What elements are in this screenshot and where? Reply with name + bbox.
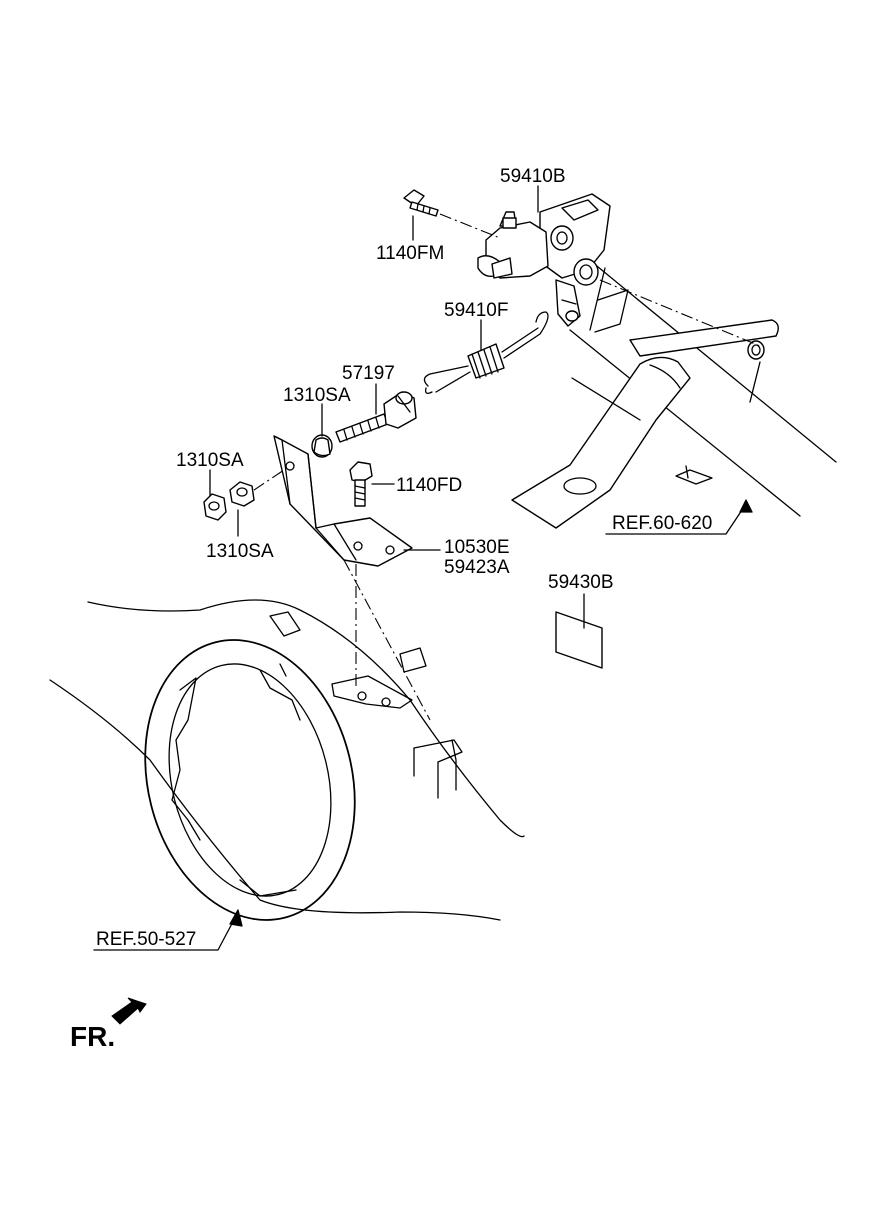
label-ref-60-620: REF.60-620 (612, 513, 712, 534)
front-direction-indicator: FR. (70, 997, 147, 1052)
label-59410f: 59410F (444, 300, 508, 321)
rear-axle-beam (511, 261, 837, 529)
label-1310sa-lower: 1310SA (206, 541, 274, 562)
nut-1310sa-right (229, 465, 291, 507)
label-1310sa-upper: 1310SA (283, 385, 351, 406)
nut-1310sa-left (203, 493, 227, 521)
front-arrow-icon (111, 997, 147, 1025)
adjuster-bolt-57197 (335, 391, 417, 443)
label-1140fd: 1140FD (396, 475, 462, 496)
bolt-1140fm (403, 189, 501, 239)
leader-lines (93, 185, 753, 951)
bolt-1140fd (349, 461, 373, 507)
assembly-centerline-2 (343, 559, 431, 721)
assembly-centerline-3 (599, 279, 761, 347)
washer-1310sa-upper (311, 434, 333, 458)
label-1140fm: 1140FM (376, 243, 444, 264)
body-wheel-housing (49, 599, 525, 921)
label-59410b: 59410B (500, 166, 566, 187)
bracket-10530e (273, 435, 413, 567)
label-57197: 57197 (342, 363, 395, 384)
label-fr: FR. (70, 1021, 115, 1052)
label-10530e: 10530E (444, 537, 510, 558)
label-1310sa-left: 1310SA (176, 450, 244, 471)
spring-59410f (423, 311, 549, 394)
label-plate-59430b (555, 611, 603, 669)
label-59430b: 59430B (548, 572, 614, 593)
load-sensing-valve (477, 193, 611, 327)
label-59423a: 59423A (444, 557, 510, 578)
label-ref-50-527: REF.50-527 (96, 929, 196, 950)
